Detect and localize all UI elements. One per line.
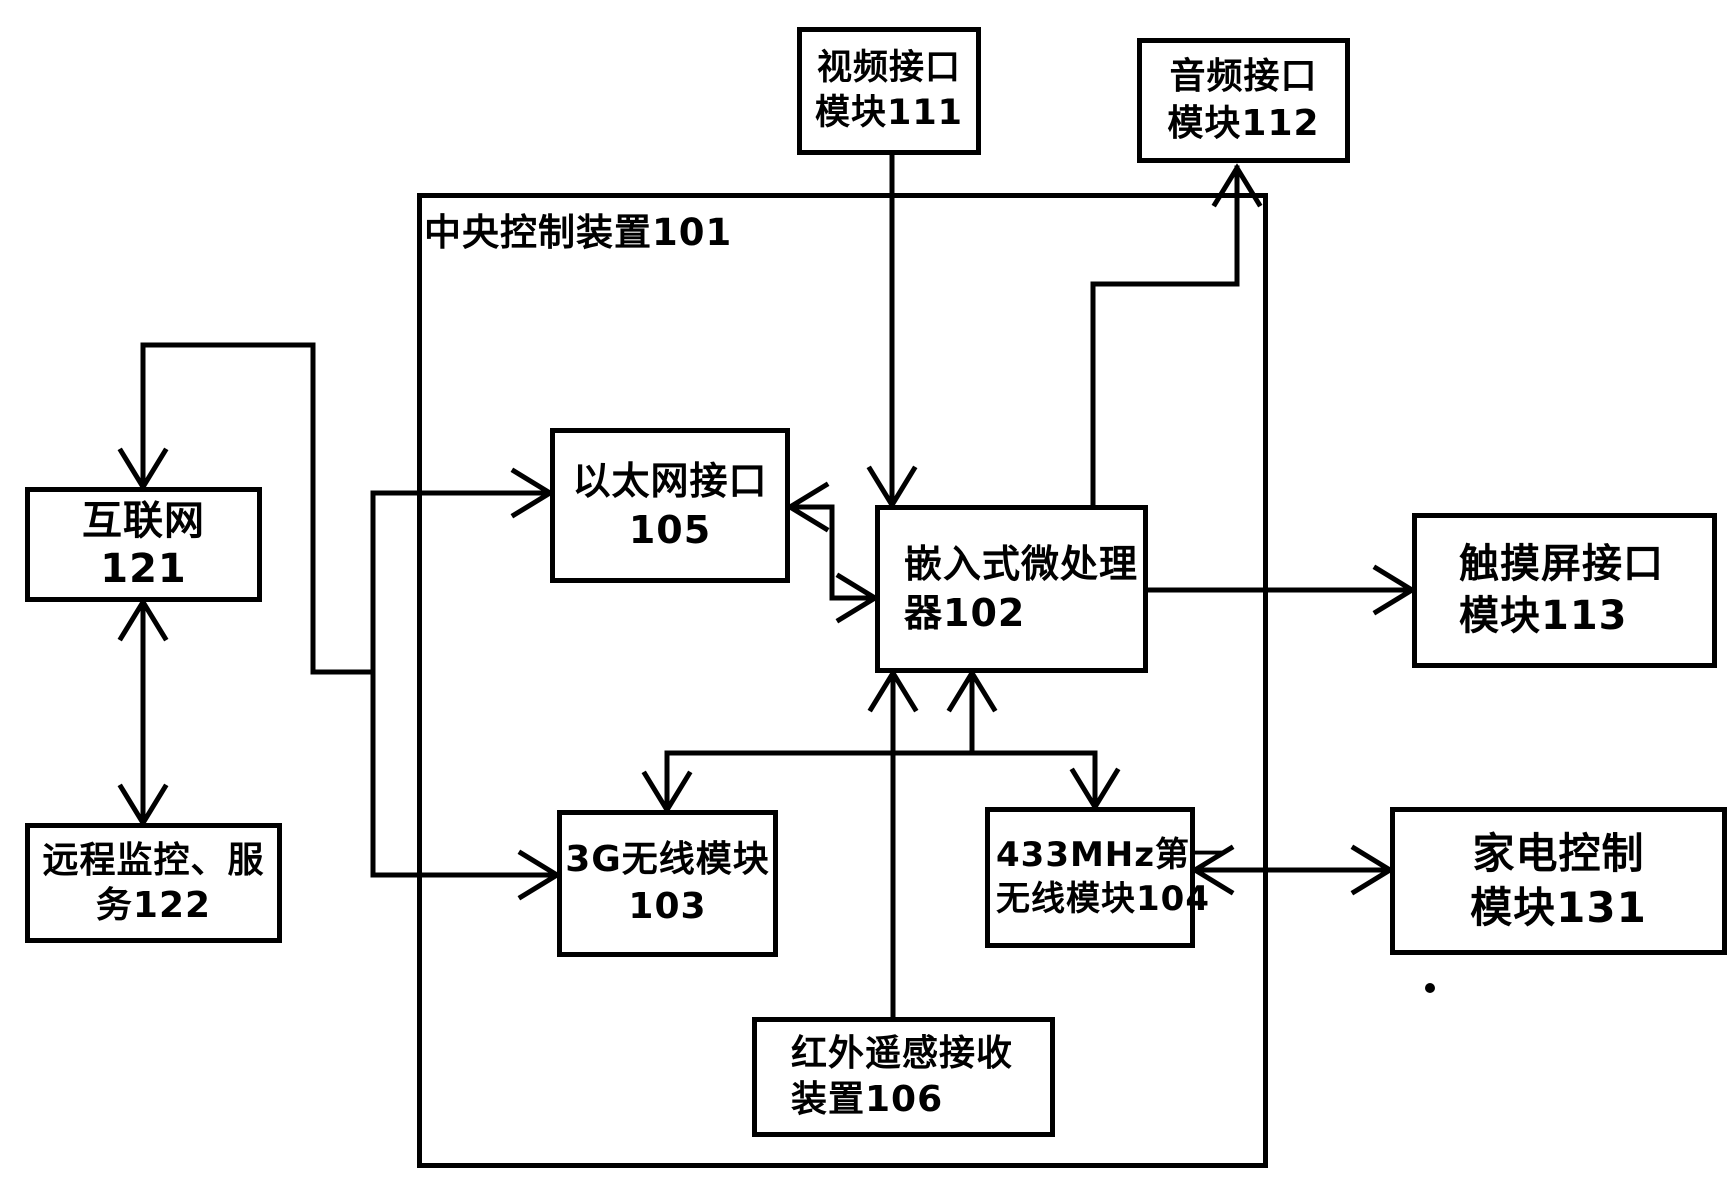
connector-processor102-to-audio112 <box>1090 165 1240 508</box>
node-embedded-microprocessor-102: 嵌入式微处理 器102 <box>875 505 1148 673</box>
connector-bus-3g103-433_104 <box>664 750 1098 813</box>
node-label-line2: 模块112 <box>1167 102 1320 144</box>
node-label-line2: 模块111 <box>814 93 964 133</box>
node-label-line2: 无线模块104 <box>996 878 1210 919</box>
arrow-up-into-audio112-icon <box>1211 163 1263 208</box>
node-touchscreen-interface-module-113: 触摸屏接口 模块113 <box>1412 513 1717 668</box>
node-label-line1: 3G无线模块 <box>565 839 770 881</box>
node-infrared-receiver-device-106: 红外遥感接收 装置106 <box>752 1017 1055 1137</box>
node-ethernet-interface-105: 以太网接口 105 <box>550 428 790 583</box>
node-label-line2: 103 <box>628 885 707 927</box>
node-appliance-control-module-131: 家电控制 模块131 <box>1390 807 1727 955</box>
node-label-line2: 121 <box>100 545 187 592</box>
node-label-line1: 家电控制 <box>1472 829 1645 879</box>
node-label-line2: 装置106 <box>791 1079 944 1120</box>
node-audio-interface-module-112: 音频接口 模块112 <box>1137 38 1350 163</box>
arrow-up-into-internet121-bottom-icon <box>117 597 169 642</box>
node-3g-wireless-module-103: 3G无线模块 103 <box>557 810 778 957</box>
central-control-device-box: 中央控制装置101 <box>417 193 1268 1168</box>
node-internet-121: 互联网 121 <box>25 487 262 602</box>
arrow-up-into-processor102-bottom-left-icon <box>867 668 919 713</box>
connector-ethernet105-processor102 <box>787 504 878 601</box>
node-label-line1: 互联网 <box>82 497 205 544</box>
node-label-line2: 模块113 <box>1459 592 1628 639</box>
node-label-line2: 模块131 <box>1470 883 1647 932</box>
node-label-line1: 嵌入式微处理 <box>904 542 1139 587</box>
arrow-left-into-ethernet105-right-icon <box>785 481 830 533</box>
node-label-line1: 触摸屏接口 <box>1459 541 1664 588</box>
node-label-line1: 远程监控、服 <box>42 840 265 881</box>
node-label-line2: 务122 <box>95 885 212 926</box>
central-control-device-label: 中央控制装置101 <box>424 211 733 254</box>
node-433mhz-first-wireless-module-104: 433MHz第一 无线模块104 <box>985 807 1224 948</box>
stray-dot <box>1425 983 1435 993</box>
arrow-left-into-433_104-right-icon <box>1190 844 1235 896</box>
node-label-line1: 红外遥感接收 <box>791 1032 1014 1074</box>
node-label-line2: 105 <box>628 507 712 552</box>
node-label-line2: 器102 <box>904 591 1026 635</box>
node-label-line1: 视频接口 <box>816 48 961 89</box>
node-label-line1: 以太网接口 <box>572 458 768 503</box>
connector-internet121-loop <box>140 342 376 675</box>
node-label-line1: 音频接口 <box>1169 56 1318 98</box>
arrow-up-into-processor102-bottom-right-icon <box>946 668 998 713</box>
node-label-line1: 433MHz第一 <box>996 834 1226 875</box>
node-video-interface-module-111: 视频接口 模块111 <box>797 27 981 155</box>
node-remote-monitoring-service-122: 远程监控、服 务122 <box>25 823 282 943</box>
connector-loop-to-ethernet105 <box>370 490 553 878</box>
